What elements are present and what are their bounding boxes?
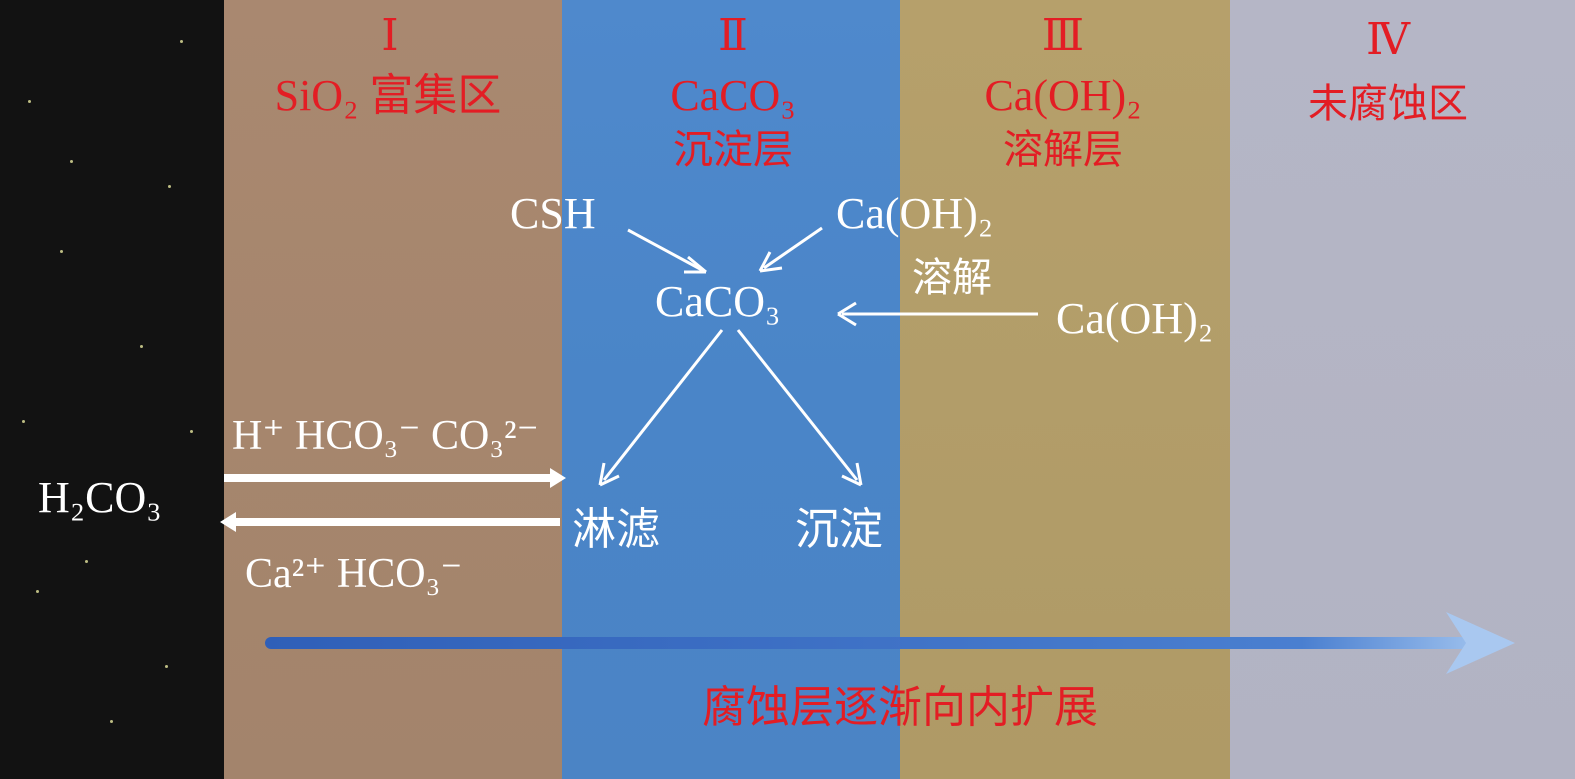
caoh2-top-label: Ca(OH)₂ [836, 189, 994, 238]
zone-i-numeral: Ⅰ [381, 11, 399, 60]
h2co3-label: H₂CO₃ [38, 473, 162, 522]
csh-to-caco3-arrow [627, 228, 707, 274]
solution-zone [0, 0, 224, 779]
zone-iv-uncorroded [1230, 0, 1575, 779]
zone-iii-name: 溶解层 [1003, 127, 1123, 173]
zone-iv-numeral: Ⅳ [1366, 15, 1410, 64]
caoh2-dissolve-arrow [837, 301, 1038, 327]
outward-ion-arrow [220, 512, 560, 532]
zone-ii-numeral: Ⅱ [718, 11, 748, 60]
zone-i-sio2-enriched [224, 0, 562, 779]
leaching-label: 淋滤 [572, 504, 660, 555]
dissolve-label: 溶解 [912, 255, 992, 301]
zone-iii-formula: Ca(OH)₂ [984, 71, 1142, 120]
precipitation-label: 沉淀 [795, 504, 883, 555]
zone-i-name: SiO₂ 富集区 [274, 71, 502, 120]
expansion-arrow [265, 612, 1515, 674]
caco3-center-label: CaCO₃ [655, 277, 781, 326]
zone-iii-caoh2-dissolution [900, 0, 1230, 779]
zone-ii-name: 沉淀层 [673, 127, 793, 173]
caoh2-to-caco3-arrow [758, 226, 823, 273]
ions-out-label: Ca²⁺ HCO₃⁻ [245, 551, 463, 597]
inward-ion-arrow [224, 468, 566, 488]
csh-label: CSH [510, 189, 596, 238]
caco3-to-precipitation-arrow [736, 329, 863, 487]
caoh2-right-label: Ca(OH)₂ [1056, 294, 1214, 343]
zone-ii-formula: CaCO₃ [670, 71, 796, 120]
zone-iii-numeral: Ⅲ [1041, 11, 1085, 60]
ions-in-label: H⁺ HCO₃⁻ CO₃²⁻ [232, 413, 539, 459]
zone-iv-name: 未腐蚀区 [1308, 81, 1468, 127]
expansion-caption: 腐蚀层逐渐向内扩展 [702, 682, 1098, 733]
zone-ii-caco3-precipitation [562, 0, 900, 779]
caco3-to-leaching-arrow [598, 329, 724, 487]
